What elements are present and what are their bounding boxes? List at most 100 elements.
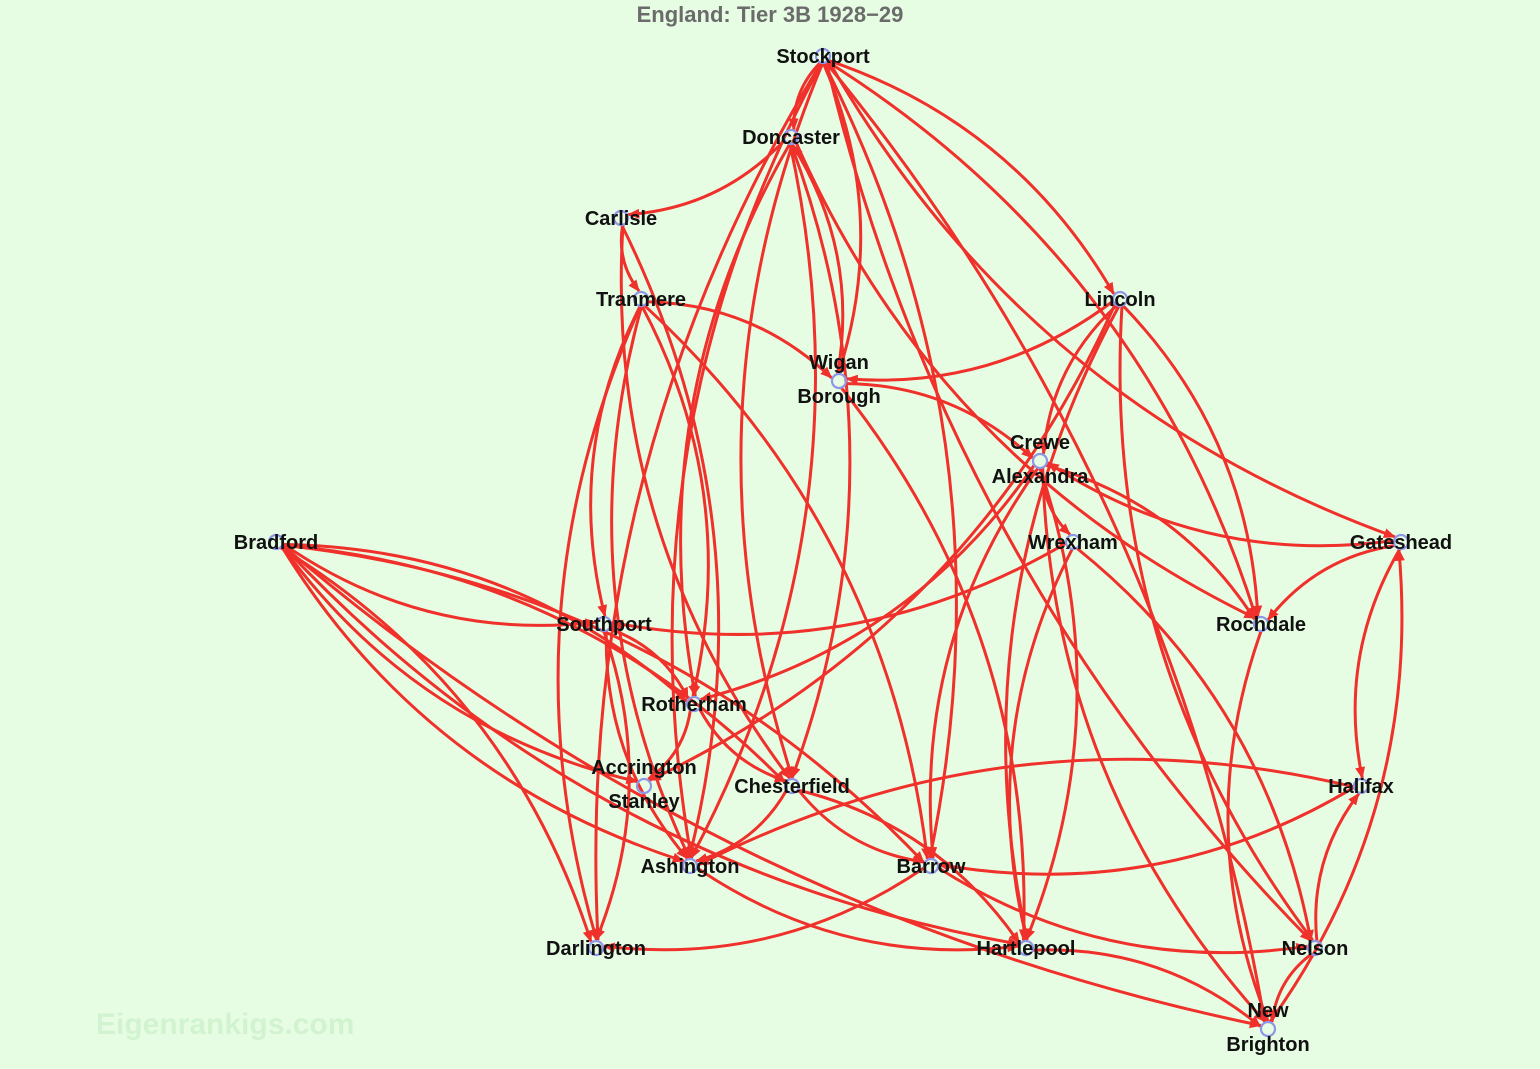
edge-stockport-to-nelson [824, 61, 1313, 943]
edge-wrexham-to-nelson [1075, 546, 1314, 943]
edge-crewe-to-barrow [927, 466, 1040, 860]
node-marker [1259, 1020, 1277, 1038]
node-marker [1352, 777, 1370, 795]
node-barrow: Barrow [897, 856, 966, 878]
edge-bradford-to-darlington [279, 546, 593, 943]
node-gateshead: Gateshead [1350, 532, 1452, 554]
node-tranmere: Tranmere [596, 289, 686, 311]
node-marker [595, 615, 613, 633]
node-marker [1392, 533, 1410, 551]
edge-layer [279, 58, 1405, 1029]
edge-halifax-to-ashington [697, 757, 1355, 867]
node-marker [783, 777, 801, 795]
node-label: Lincoln [1084, 289, 1155, 311]
edge-southport-to-rotherham [608, 627, 690, 700]
edge-rochdale-to-newbrighton [1226, 630, 1270, 1022]
node-rochdale: Rochdale [1216, 614, 1306, 636]
node-label: Alexandra [992, 466, 1090, 488]
node-hartlepool: Hartlepool [977, 938, 1076, 960]
edge-tranmere-to-ashington [610, 305, 691, 859]
edge-crewe-to-rochdale [1045, 463, 1256, 621]
node-darlington: Darlington [546, 938, 646, 960]
node-marker [1252, 615, 1270, 633]
node-label: Barrow [897, 856, 966, 878]
edge-rotherham-to-accrington [647, 709, 692, 781]
edge-stockport-to-wigan [821, 62, 863, 374]
node-marker [814, 47, 832, 65]
edge-southport-to-ashington [604, 630, 689, 860]
edge-halifax-to-barrow [937, 786, 1355, 876]
edge-stockport-to-darlington [592, 62, 823, 942]
edge-hartlepool-to-newbrighton [1032, 948, 1262, 1028]
edge-stockport-to-ashington [670, 62, 824, 860]
node-label: Crewe [1010, 432, 1070, 454]
node-label: Darlington [546, 938, 646, 960]
node-label: Brighton [1226, 1034, 1309, 1056]
node-marker [632, 290, 650, 308]
node-stockport: Stockport [776, 46, 870, 68]
node-marker [1306, 939, 1324, 957]
edge-gateshead-to-rochdale [1266, 544, 1396, 621]
edge-crewe-to-rotherham [699, 464, 1036, 702]
node-marker [782, 128, 800, 146]
edge-barrow-to-darlington [602, 866, 926, 953]
edge-tranmere-to-rotherham [640, 305, 710, 698]
edge-gateshead-to-halifax [1353, 548, 1402, 780]
node-ashington: Ashington [641, 856, 740, 878]
edge-nelson-to-halifax [1314, 792, 1360, 942]
node-bradford: Bradford [234, 532, 318, 554]
node-marker [1064, 533, 1082, 551]
node-marker [267, 533, 285, 551]
edge-stockport-to-rochdale [826, 60, 1258, 619]
node-label: Borough [797, 386, 880, 408]
node-label: Doncaster [742, 127, 840, 149]
node-label: Hartlepool [977, 938, 1076, 960]
edge-stockport-to-barrow [822, 62, 958, 860]
node-marker [635, 777, 653, 795]
node-chesterfield: Chesterfield [734, 776, 850, 798]
edge-doncaster-to-rochdale [794, 141, 1257, 620]
node-carlisle: Carlisle [585, 208, 657, 230]
node-nelson: Nelson [1282, 938, 1349, 960]
edge-gateshead-to-crewe [1046, 461, 1395, 548]
edge-bradford-to-hartlepool [281, 544, 1020, 948]
edge-stockport-to-doncaster [788, 61, 822, 131]
edge-stockport-to-newbrighton [824, 61, 1268, 1023]
node-marker [1111, 290, 1129, 308]
edge-tranmere-to-wigan [647, 300, 833, 379]
node-marker [1017, 939, 1035, 957]
edge-tranmere-to-barrow [643, 304, 932, 860]
node-label: Southport [556, 614, 652, 636]
node-label: Stanley [608, 791, 680, 813]
diagram-title: England: Tier 3B 1928−29 [636, 2, 904, 27]
node-marker [681, 857, 699, 875]
edge-newbrighton-to-gateshead [1268, 548, 1405, 1024]
node-label: Ashington [641, 856, 740, 878]
edge-ashington-to-hartlepool [695, 866, 1020, 953]
edge-wrexham-to-southport [610, 541, 1067, 636]
node-wrexham: Wrexham [1028, 532, 1118, 554]
edge-stockport-to-chesterfield [739, 62, 825, 779]
node-label: New [1247, 1000, 1289, 1022]
edge-chesterfield-to-hartlepool [797, 788, 1021, 945]
edge-bradford-to-newbrighton [281, 543, 1262, 1029]
edge-wrexham-to-hartlepool [1008, 548, 1074, 942]
node-label: Wrexham [1028, 532, 1118, 554]
edge-lincoln-to-nelson [1118, 305, 1314, 942]
node-label: Halifax [1328, 776, 1394, 798]
node-label: Tranmere [596, 289, 686, 311]
node-lincoln: Lincoln [1084, 289, 1155, 311]
node-label: Rotherham [641, 694, 747, 716]
node-label: Accrington [591, 757, 697, 779]
edge-bradford-to-ashington [280, 545, 685, 863]
node-label: Gateshead [1350, 532, 1452, 554]
edge-lincoln-to-wigan [845, 299, 1115, 385]
edge-southport-to-darlington [594, 630, 631, 941]
edge-wigan-to-crewe [845, 382, 1034, 460]
node-marker [1031, 452, 1049, 470]
edge-doncaster-to-carlisle [627, 138, 786, 219]
node-marker [830, 372, 848, 390]
